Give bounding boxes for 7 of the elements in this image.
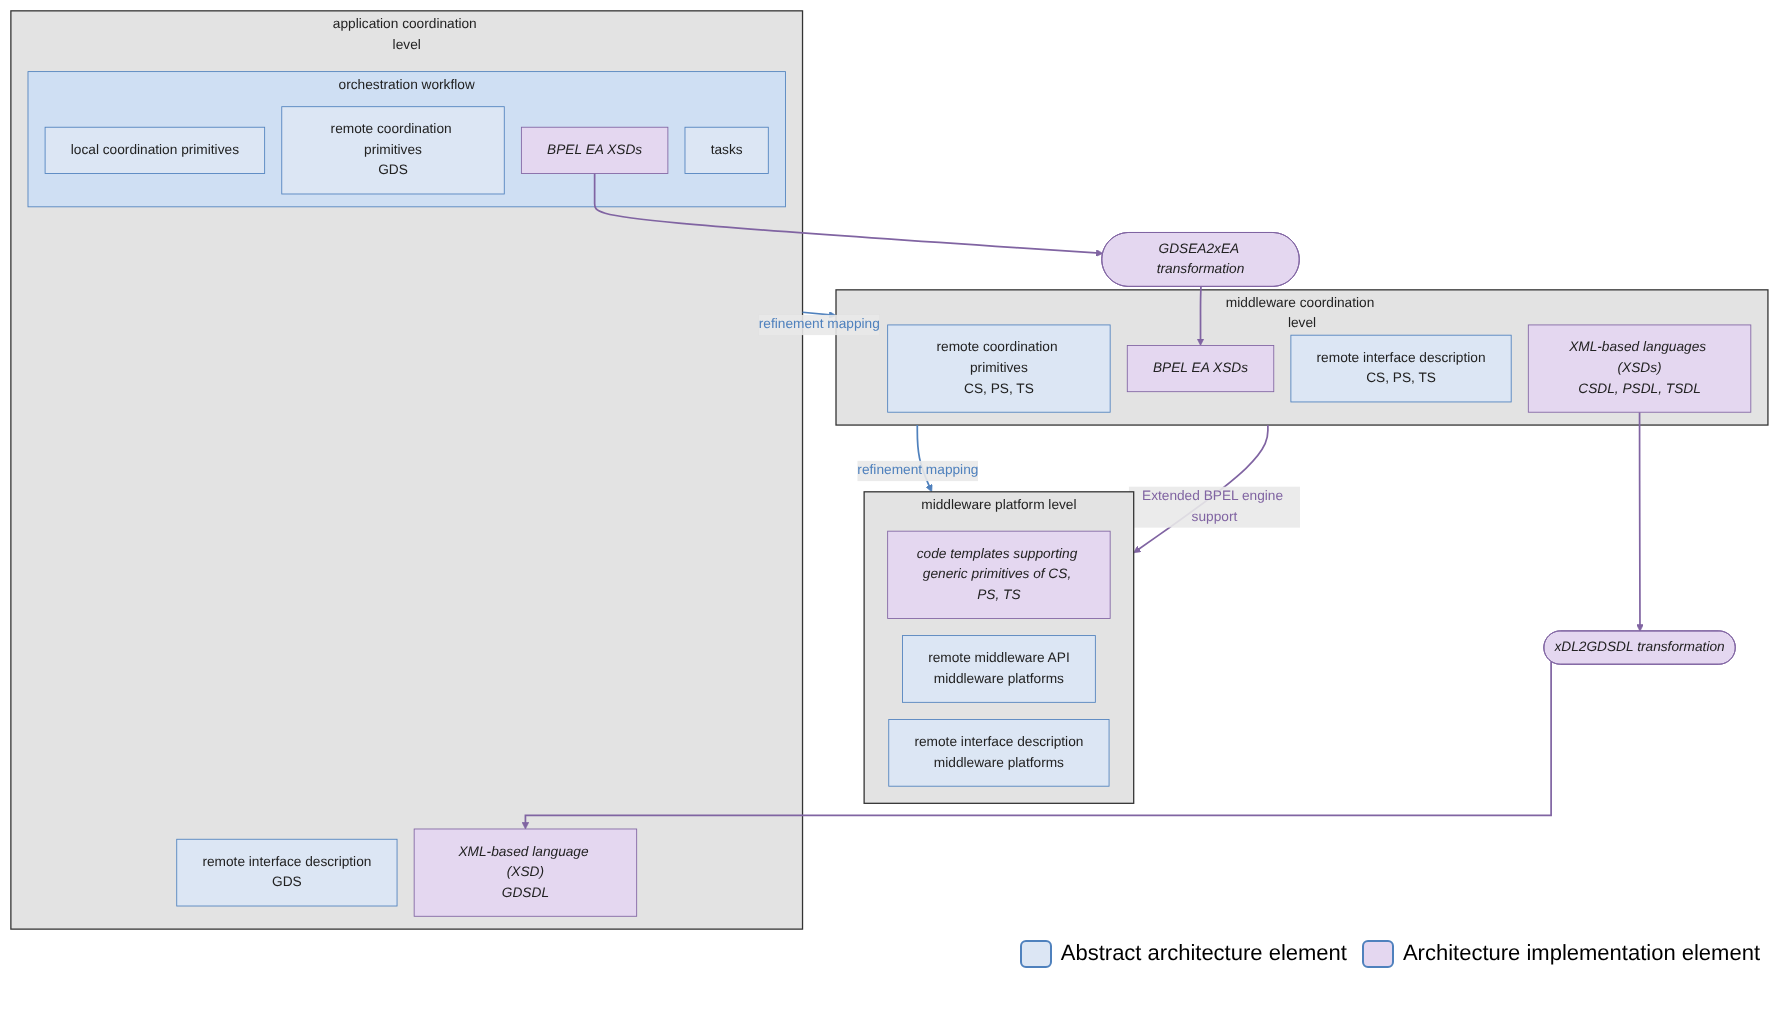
arrow xyxy=(802,311,837,319)
arrow xyxy=(522,660,1553,830)
arrow xyxy=(1197,286,1205,346)
legend-text: Abstract architecture element xyxy=(1060,942,1347,966)
arrow xyxy=(1636,411,1645,632)
legend-text: Architecture implementation element xyxy=(1402,942,1760,966)
arrow xyxy=(594,172,1104,257)
